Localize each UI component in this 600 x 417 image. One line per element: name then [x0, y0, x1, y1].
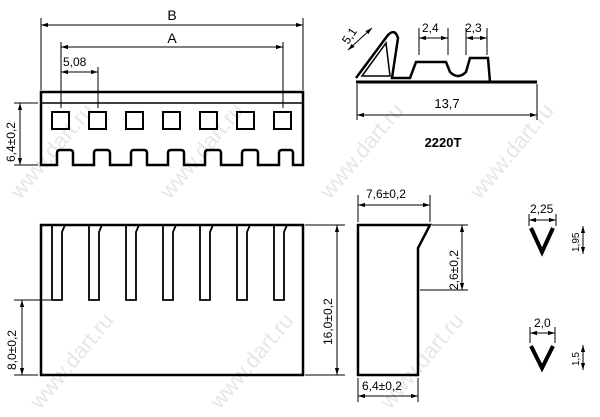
top-view: B A 5,08 6,4±0,2: [4, 7, 305, 167]
cavity-square: [125, 111, 144, 130]
contact-slot: [51, 224, 66, 301]
side-view: 7,6±0,2 2,6±0,2 6,4±0,2: [356, 187, 468, 402]
part-label: 2220T: [425, 135, 462, 150]
contact-slot: [199, 224, 214, 301]
dim-width: 2,0: [534, 316, 551, 330]
dim-width: 2,25: [530, 202, 554, 216]
dim-b: B: [167, 7, 176, 23]
v-contact-1: 2,25 1,95: [528, 202, 586, 257]
dim-total-height: 16,0±0,2: [321, 298, 335, 345]
svg-text:www.dart.ru: www.dart.ru: [204, 308, 298, 414]
svg-text:www.dart.ru: www.dart.ru: [464, 98, 558, 204]
contact-slot: [88, 224, 103, 301]
contact-slot: [162, 224, 177, 301]
svg-text:www.dart.ru: www.dart.ru: [374, 308, 468, 414]
cavity-square: [51, 111, 70, 130]
contact-slot: [273, 224, 288, 301]
dim-5-1: 5,1: [339, 25, 360, 47]
dim-height: 1,5: [571, 352, 582, 366]
dim-bottom-width: 6,4±0,2: [362, 379, 402, 393]
contact-slot: [236, 224, 251, 301]
cavity-square: [88, 111, 107, 130]
dim-top-width: 7,6±0,2: [366, 187, 406, 201]
dim-notch-depth: 2,6±0,2: [447, 250, 461, 290]
cavity-square: [273, 111, 292, 130]
dim-height: 1,95: [571, 232, 582, 252]
svg-text:www.dart.ru: www.dart.ru: [24, 308, 118, 414]
dim-pitch: 5,08: [63, 55, 87, 69]
cavity-square: [236, 111, 255, 130]
dim-lower-height: 8,0±0,2: [5, 330, 19, 370]
contact-slot: [125, 224, 140, 301]
terminal-2220t: 2,4 2,3 5,1 13,7 2220T: [339, 21, 538, 150]
dim-a: A: [167, 30, 177, 46]
cavity-square: [162, 111, 181, 130]
cavity-square: [199, 111, 218, 130]
dim-2-3: 2,3: [465, 21, 482, 35]
dim-height: 6,4±0,2: [4, 122, 18, 162]
dim-2-4: 2,4: [422, 21, 439, 35]
watermarks: www.dart.ru www.dart.ru www.dart.ru www.…: [4, 98, 558, 414]
dim-length: 13,7: [434, 96, 459, 111]
front-view: 8,0±0,2 16,0±0,2: [5, 223, 345, 377]
v-contact-2: 2,0 1,5: [529, 316, 586, 373]
